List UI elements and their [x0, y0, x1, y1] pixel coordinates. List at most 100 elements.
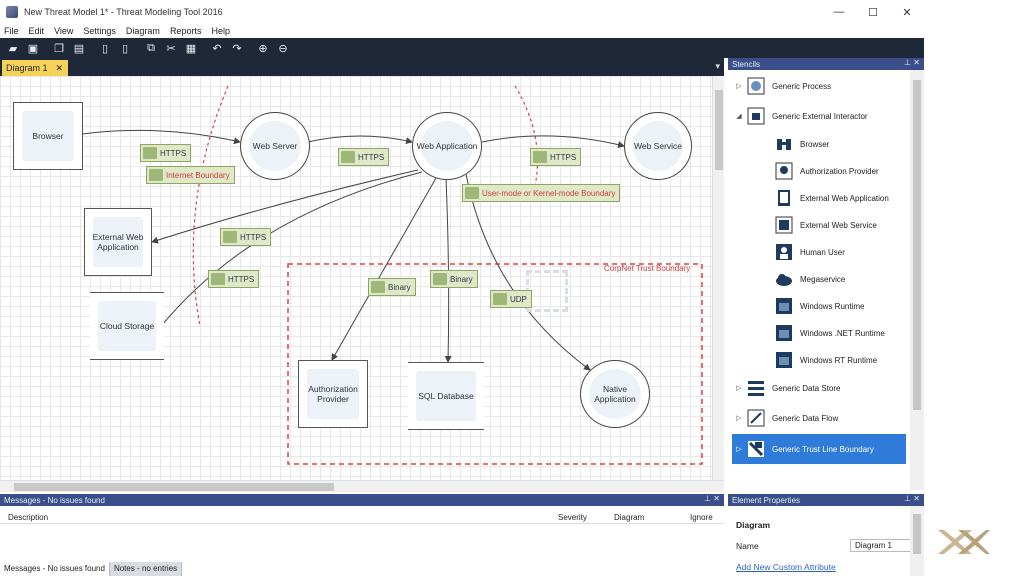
toolbar: ▰ ▣ ❐ ▤ ▯ ▯ ⧉ ✂ ▦ ↶ ↷ ⊕ ⊖ — [0, 38, 924, 58]
save-icon[interactable]: ▣ — [27, 42, 39, 55]
internet-boundary-line[interactable] — [192, 85, 229, 327]
flow-browser-webserver[interactable] — [81, 129, 241, 145]
flow-label-https[interactable]: HTTPS — [338, 148, 390, 166]
menu-reports[interactable]: Reports — [169, 26, 202, 36]
diagram-canvas[interactable]: Browser Web Server Web Application Web S… — [0, 76, 712, 480]
stencil-generic-data-flow[interactable]: ▷Generic Data Flow — [732, 408, 838, 428]
scroll-thumb[interactable] — [913, 514, 921, 554]
name-field[interactable]: Diagram 1 — [850, 539, 914, 552]
boundary-icon — [465, 187, 479, 199]
webservice-icon — [633, 121, 683, 171]
col-diagram[interactable]: Diagram — [614, 513, 645, 522]
flow-label-binary[interactable]: Binary — [368, 278, 416, 296]
col-severity[interactable]: Severity — [558, 513, 587, 522]
database-icon — [416, 371, 476, 421]
stencils-panel: ▷Generic Process ◢Generic External Inter… — [728, 70, 910, 490]
boundary-label-usermode[interactable]: User-mode or Kernel-mode Boundary — [462, 184, 621, 202]
flow-webserver-webapp[interactable] — [307, 135, 413, 145]
stencil-browser[interactable]: Browser — [774, 134, 829, 154]
menu-view[interactable]: View — [54, 26, 74, 36]
flow-webapp-webservice[interactable] — [481, 135, 625, 148]
menu-file[interactable]: File — [4, 26, 19, 36]
zoom-in-icon[interactable]: ⊕ — [258, 42, 268, 55]
panel-pin-close-icons[interactable]: ⊥ ✕ — [904, 58, 920, 67]
copy-icon[interactable]: ▯ — [101, 42, 109, 55]
close-window-button[interactable]: ✕ — [902, 6, 912, 19]
minimize-button[interactable]: — — [833, 6, 845, 18]
panel-pin-close-icons[interactable]: ⊥ ✕ — [904, 494, 920, 503]
new-icon[interactable]: ❐ — [54, 42, 64, 55]
delete-icon[interactable]: ⧉ — [147, 41, 155, 54]
node-sql-database[interactable]: SQL Database — [408, 362, 484, 430]
flow-webapp-authprovider[interactable] — [331, 177, 437, 361]
flow-webapp-extwebapp[interactable] — [151, 169, 419, 244]
stencil-human-user[interactable]: Human User — [774, 242, 845, 262]
maximize-button[interactable]: ☐ — [868, 6, 878, 19]
tablet-icon — [774, 188, 794, 208]
tab-close-icon[interactable]: ✕ — [55, 62, 64, 73]
canvas-vertical-scrollbar[interactable] — [712, 76, 724, 480]
binoculars-icon — [774, 134, 794, 154]
col-ignore[interactable]: Ignore — [690, 513, 713, 522]
node-native-application[interactable]: Native Application — [580, 360, 650, 428]
stencil-generic-external-interactor[interactable]: ◢Generic External Interactor — [732, 106, 868, 126]
zoom-out-icon[interactable]: ⊖ — [278, 42, 288, 55]
process-icon — [746, 76, 766, 96]
copy-doc-icon[interactable]: ▯ — [121, 42, 129, 55]
scroll-thumb[interactable] — [913, 80, 921, 410]
flow-label-udp[interactable]: UDP — [490, 290, 532, 308]
boundary-label-corpnet[interactable]: CorpNet Trust Boundary — [604, 264, 691, 273]
boundary-label-internet[interactable]: Internet Boundary — [146, 166, 235, 184]
add-custom-attribute-link[interactable]: Add New Custom Attribute — [736, 562, 836, 572]
stencil-windows-runtime[interactable]: Windows Runtime — [774, 296, 864, 316]
flow-label-binary[interactable]: Binary — [430, 270, 478, 288]
flow-label-https[interactable]: HTTPS — [140, 144, 192, 162]
paste-icon[interactable]: ▦ — [185, 42, 197, 55]
redo-icon[interactable]: ↷ — [232, 42, 242, 55]
node-web-application[interactable]: Web Application — [412, 112, 482, 180]
scroll-thumb[interactable] — [715, 90, 723, 170]
stencil-external-web-service[interactable]: External Web Service — [774, 215, 877, 235]
stencil-megaservice[interactable]: Megaservice — [774, 269, 845, 289]
tab-list-chevron-icon[interactable]: ▾ — [715, 61, 720, 71]
node-web-service[interactable]: Web Service — [624, 112, 692, 180]
canvas-horizontal-scrollbar[interactable] — [0, 480, 724, 492]
webservice-icon — [774, 215, 794, 235]
stencil-windows-rt-runtime[interactable]: Windows RT Runtime — [774, 350, 877, 370]
stencil-external-web-application[interactable]: External Web Application — [774, 188, 889, 208]
node-authorization-provider[interactable]: Authorization Provider — [298, 360, 368, 428]
stencil-authorization-provider[interactable]: Authorization Provider — [774, 161, 879, 181]
flow-label-https[interactable]: HTTPS — [208, 270, 260, 288]
stencil-generic-data-store[interactable]: ▷Generic Data Store — [732, 378, 840, 398]
node-external-web-application[interactable]: External Web Application — [84, 208, 152, 276]
menu-settings[interactable]: Settings — [83, 26, 116, 36]
menu-edit[interactable]: Edit — [28, 26, 45, 36]
undo-icon[interactable]: ↶ — [212, 42, 222, 55]
properties-scrollbar[interactable] — [910, 506, 924, 576]
open-icon[interactable]: ▰ — [8, 42, 18, 55]
col-description[interactable]: Description — [8, 513, 49, 522]
corpnet-boundary-box[interactable] — [287, 263, 703, 465]
stencils-scrollbar[interactable] — [910, 70, 924, 490]
flow-label-https[interactable]: HTTPS — [530, 148, 582, 166]
flow-icon — [371, 281, 385, 293]
cloud-icon — [98, 301, 156, 351]
node-cloud-storage[interactable]: Cloud Storage — [90, 292, 164, 360]
menu-help[interactable]: Help — [211, 26, 230, 36]
flow-label-https[interactable]: HTTPS — [220, 228, 272, 246]
report-icon[interactable]: ▤ — [73, 42, 85, 55]
panel-pin-close-icons[interactable]: ⊥ ✕ — [704, 494, 720, 503]
stencil-windows-net-runtime[interactable]: Windows .NET Runtime — [774, 323, 885, 343]
tab-notes[interactable]: Notes - no entries — [109, 562, 183, 576]
scroll-thumb[interactable] — [14, 483, 334, 491]
node-browser[interactable]: Browser — [13, 102, 83, 170]
node-web-server[interactable]: Web Server — [240, 112, 310, 180]
flow-icon — [533, 151, 547, 163]
stencil-generic-process[interactable]: ▷Generic Process — [732, 76, 831, 96]
stencil-generic-trust-line-boundary[interactable]: ▷Generic Trust Line Boundary — [732, 434, 906, 464]
flow-webapp-nativeapp[interactable] — [465, 173, 591, 371]
tab-messages[interactable]: Messages - No issues found — [0, 562, 110, 576]
menu-diagram[interactable]: Diagram — [125, 26, 160, 36]
tab-diagram-1[interactable]: Diagram 1 ✕ — [2, 60, 68, 76]
cut-icon[interactable]: ✂ — [166, 42, 176, 55]
